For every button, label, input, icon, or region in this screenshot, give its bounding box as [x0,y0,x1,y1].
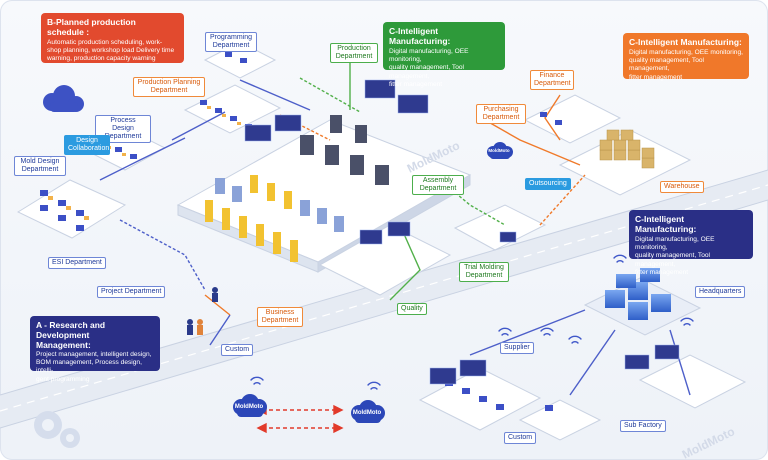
callout-planned-production: B-Planned production schedule : Automati… [41,13,184,63]
callout-line: Project management, intelligent design, [36,351,152,358]
label-mold-design-department: Mold Design Department [14,156,66,176]
callout-line: Digital manufacturing, OEE monitoring, [389,48,469,64]
callout-title: C-Intelligent Manufacturing: [635,214,697,234]
callout-line: Digital manufacturing, OEE monitoring, [635,236,715,252]
callout-title: B-Planned production schedule : [47,17,136,37]
label-programming-department: Programming Department [205,32,257,52]
moldmoto-cloud-bottom-left: MoldMoto [230,394,268,418]
cloud-icon [43,85,84,112]
label-design-collaboration: Design Collaboration [64,135,110,155]
callout-intelligent-manufacturing-mid: C-Intelligent Manufacturing: Digital man… [629,210,753,276]
cloud-label: MoldMoto [488,148,510,153]
warehouse-boxes [599,129,655,169]
label-trial-molding-department: Trial Molding Department [459,262,509,282]
callout-research-development: A - Research and Development Management:… [30,316,160,383]
headquarters-servers [605,268,671,320]
label-custom-left: Custom [221,344,254,356]
callout-title: A - Research and Development Management: [36,320,154,350]
callout-title: C-Intelligent Manufacturing: [629,37,742,47]
dashboard-screens [244,79,680,385]
connector-lines [99,60,691,396]
label-warehouse: Warehouse [660,181,704,193]
moldmoto-cloud-center: MoldMoto [484,142,514,160]
callout-line: fitter management [389,80,443,88]
callout-line: shop planning, workshop load Delivery ti… [47,47,175,55]
callout-line: quality management, Tool management, [629,57,705,73]
callout-title: C-Intelligent Manufacturing: [389,26,451,46]
label-business-department: Business Department [257,307,303,327]
label-process-design-department: Process Design Department [95,115,151,143]
label-production-department: Production Department [330,43,378,63]
label-production-planning-department: Production Planning Department [133,77,205,97]
callout-line: gent programming [36,375,90,383]
label-quality: Quality [397,303,427,315]
callout-line: BOM management, Process design, intelli- [36,359,142,375]
callout-line: quality management, Tool management, [389,64,465,80]
wifi-icons [250,254,694,390]
label-custom-bottom: Custom [504,432,537,444]
moldmoto-cloud-bottom-right: MoldMoto [348,400,386,424]
cloud-icon [351,400,385,423]
callout-line: Digital manufacturing, OEE monitoring, [629,49,743,56]
label-assembly-department: Assembly Department [412,175,464,195]
callout-intelligent-manufacturing-right: C-Intelligent Manufacturing: Digital man… [623,33,749,81]
cloud-label: MoldMoto [352,410,382,416]
callout-line: fitter management [635,268,689,276]
callout-line: Automatic production scheduling, work- [47,39,163,46]
bidirectional-arrow [256,404,344,434]
callout-intelligent-manufacturing-top: C-Intelligent Manufacturing: Digital man… [383,22,505,88]
label-outsourcing: Outsourcing [525,178,571,190]
people-icons [187,287,218,335]
gears-icon [34,411,80,448]
callout-title-line: Management: [36,340,91,350]
label-sub-factory: Sub Factory [620,420,666,432]
callout-line: fitter management [629,73,683,81]
cloud-label: MoldMoto [234,404,264,410]
callout-line: quality management, Tool management, [635,252,711,268]
callout-line: warning, production capacity warning [47,55,156,63]
label-headquarters: Headquarters [695,286,746,298]
label-project-department: Project Department [97,286,166,298]
cloud-icon [233,394,267,417]
label-finance-department: Finance Department [530,70,574,90]
label-purchasing-department: Purchasing Department [476,104,526,124]
label-esi-department: ESI Department [48,257,106,269]
label-supplier: Supplier [500,342,534,354]
cloud-icon [487,142,513,159]
callout-title-line: A - Research and Development [36,320,106,340]
production-machines [205,115,389,262]
